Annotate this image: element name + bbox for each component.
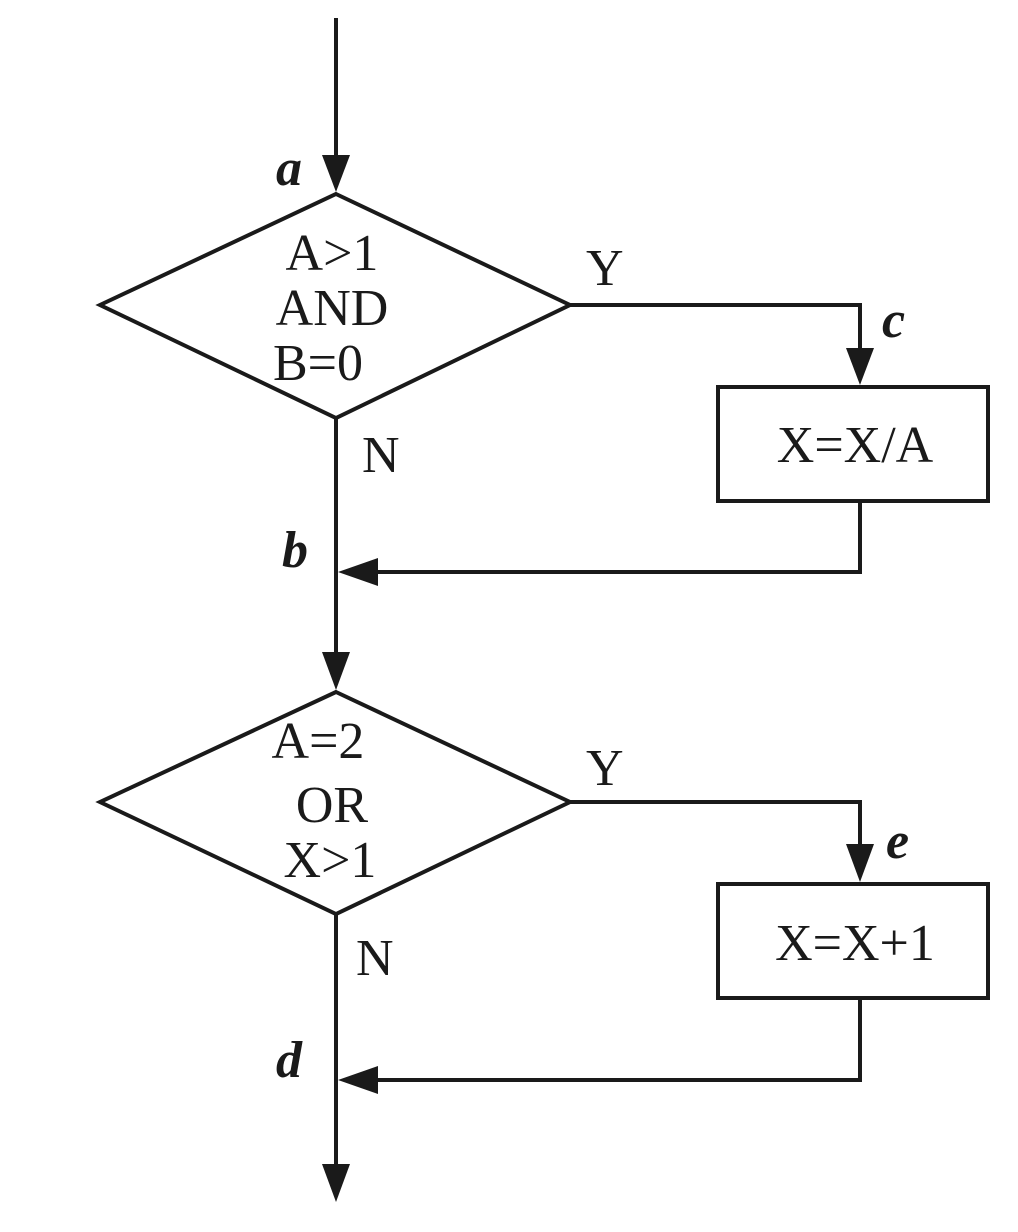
process-1-text: X=X/A — [777, 417, 934, 474]
process-1-box — [716, 385, 990, 503]
decision-1-yes-arrowhead — [846, 348, 874, 385]
decision-1-no-label: N — [362, 427, 400, 484]
decision-2-entry-arrowhead — [322, 652, 350, 690]
process-2-return-line — [370, 998, 862, 1082]
decision-2-no-label: N — [356, 930, 394, 987]
decision-1-line-2: AND — [276, 280, 389, 337]
process-2-text: X=X+1 — [775, 915, 935, 972]
junction-d-arrowhead — [338, 1066, 378, 1094]
exit-arrowhead — [322, 1164, 350, 1202]
point-label-e: e — [886, 813, 909, 870]
point-label-b: b — [282, 522, 308, 579]
decision-1-line-1: A>1 — [286, 225, 379, 282]
decision-2-line-1: A=2 — [272, 713, 365, 770]
process-2-box — [716, 882, 990, 1000]
point-label-c: c — [882, 292, 905, 349]
decision-2-yes-line — [570, 800, 862, 846]
point-label-d: d — [276, 1032, 303, 1089]
decision-2-yes-label: Y — [586, 740, 624, 797]
decision-2-yes-arrowhead — [846, 844, 874, 882]
decision-1-yes-label: Y — [586, 240, 624, 297]
decision-1-yes-line — [570, 303, 862, 350]
decision-1-line-3: B=0 — [273, 335, 363, 392]
entry-arrowhead — [322, 155, 350, 192]
decision-2-line-2: OR — [296, 777, 369, 834]
decision-2-line-3: X>1 — [284, 832, 377, 889]
point-label-a: a — [276, 140, 302, 197]
process-1-return-line — [370, 501, 862, 574]
junction-b-arrowhead — [338, 558, 378, 586]
